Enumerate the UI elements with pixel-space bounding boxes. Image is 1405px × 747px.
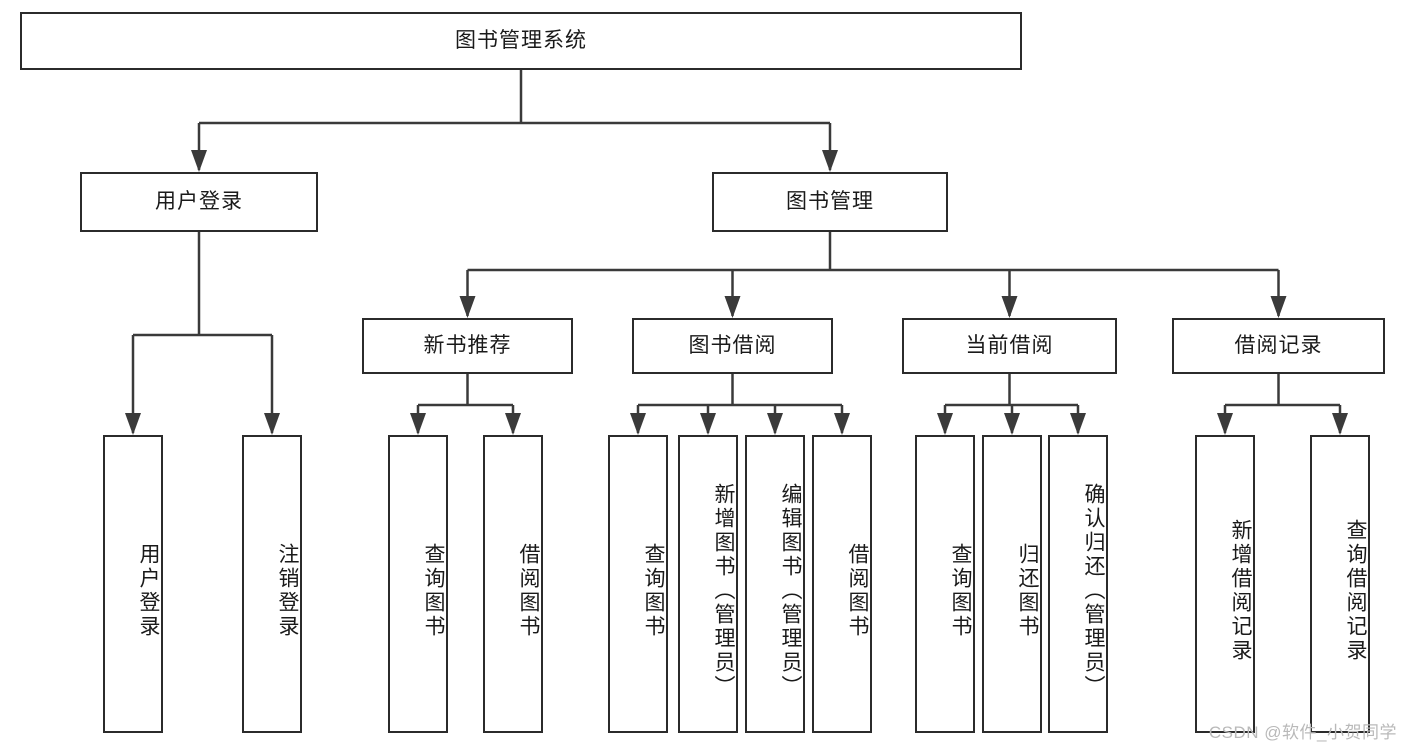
node-l-borrow-book-b[interactable]: 借阅图书 — [812, 435, 872, 733]
node-label: 用户登录 — [155, 190, 243, 214]
node-l-confirm-return[interactable]: 确认归还（管理员） — [1048, 435, 1108, 733]
node-n-records[interactable]: 借阅记录 — [1172, 318, 1385, 374]
node-n-current[interactable]: 当前借阅 — [902, 318, 1117, 374]
watermark: CSDN @软件_小贺同学 — [1208, 723, 1397, 742]
node-label: 借阅图书 — [517, 543, 540, 639]
node-n-borrow[interactable]: 图书借阅 — [632, 318, 833, 374]
node-l-logout[interactable]: 注销登录 — [242, 435, 302, 733]
node-label: 注销登录 — [276, 543, 299, 639]
node-label: 归还图书 — [1016, 543, 1039, 639]
node-l-query-book-a[interactable]: 查询图书 — [388, 435, 448, 733]
node-label: 图书管理 — [786, 190, 874, 214]
node-label: 当前借阅 — [965, 334, 1054, 358]
node-l-add-record[interactable]: 新增借阅记录 — [1195, 435, 1255, 733]
node-label: 图书管理系统 — [455, 29, 587, 53]
node-label: 查询借阅记录 — [1344, 519, 1367, 663]
node-l-add-book[interactable]: 新增图书（管理员） — [678, 435, 738, 733]
node-label: 编辑图书（管理员） — [779, 483, 802, 699]
node-l-query-record[interactable]: 查询借阅记录 — [1310, 435, 1370, 733]
node-l-query-book-c[interactable]: 查询图书 — [915, 435, 975, 733]
node-l-user-login[interactable]: 用户登录 — [103, 435, 163, 733]
node-n-book-mgmt[interactable]: 图书管理 — [712, 172, 948, 232]
node-label: 图书借阅 — [688, 334, 777, 358]
node-label: 确认归还（管理员） — [1082, 483, 1105, 699]
node-root[interactable]: 图书管理系统 — [20, 12, 1022, 70]
node-n-new-rec[interactable]: 新书推荐 — [362, 318, 573, 374]
node-l-query-book-b[interactable]: 查询图书 — [608, 435, 668, 733]
node-label: 查询图书 — [642, 543, 665, 639]
node-l-borrow-book-a[interactable]: 借阅图书 — [483, 435, 543, 733]
node-label: 用户登录 — [137, 543, 160, 639]
node-label: 新增借阅记录 — [1229, 519, 1252, 663]
node-l-edit-book[interactable]: 编辑图书（管理员） — [745, 435, 805, 733]
node-label: 借阅记录 — [1234, 334, 1323, 358]
node-l-return-book[interactable]: 归还图书 — [982, 435, 1042, 733]
node-label: 新书推荐 — [423, 334, 512, 358]
node-label: 查询图书 — [422, 543, 445, 639]
node-label: 借阅图书 — [846, 543, 869, 639]
node-n-user-login[interactable]: 用户登录 — [80, 172, 318, 232]
node-label: 查询图书 — [949, 543, 972, 639]
node-label: 新增图书（管理员） — [712, 483, 735, 699]
